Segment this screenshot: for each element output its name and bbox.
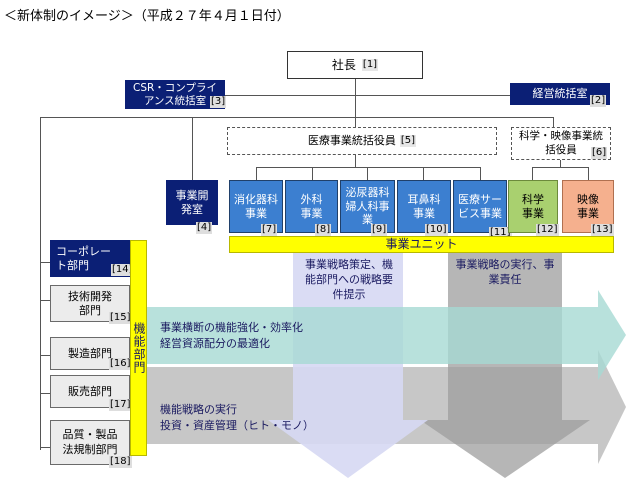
unit-science-number: [12] xyxy=(536,224,559,236)
unit-surgery-label: 外科事業 xyxy=(300,192,323,220)
unit-medical-service: 医療サービス事業 xyxy=(453,180,507,233)
connector xyxy=(355,79,356,127)
connector xyxy=(40,355,50,356)
unit-gastro-number: [7] xyxy=(261,224,278,236)
connector xyxy=(560,160,561,168)
medical-business-executive-label: 医療事業統括役員 xyxy=(307,134,396,148)
medical-business-executive-number: [5] xyxy=(399,135,417,147)
connector xyxy=(532,167,588,168)
president-label: 社長 xyxy=(331,57,356,72)
management-office-number: [2] xyxy=(590,95,607,107)
business-unit-bar: 事業ユニット xyxy=(229,236,614,253)
corporate-dept-label: コーポレート部門 xyxy=(56,244,111,272)
function-dept-bar: 機能部門 xyxy=(130,240,147,456)
down-arrow-right-text: 事業戦略の実行、事業責任 xyxy=(455,258,555,286)
right-arrow-top xyxy=(145,290,626,380)
csr-compliance-office-label: CSR・コンプライアンス統括室 xyxy=(133,81,217,107)
connector xyxy=(40,393,50,394)
connector xyxy=(225,95,510,96)
unit-imaging-label: 映像事業 xyxy=(577,192,599,220)
tech-dev-dept-number: [15] xyxy=(109,312,132,324)
unit-science-label: 科学事業 xyxy=(522,192,544,220)
president-number: [1] xyxy=(361,59,379,71)
connector xyxy=(40,117,41,450)
connector xyxy=(355,155,356,167)
connector xyxy=(312,167,313,180)
sales-dept-number: [17] xyxy=(109,399,132,411)
right-arrow-top-line1: 事業横断の機能強化・効率化 xyxy=(160,321,303,334)
connector xyxy=(256,167,480,168)
right-arrow-top-line2: 経営資源配分の最適化 xyxy=(160,337,270,350)
medical-business-executive-box: 医療事業統括役員 [5] xyxy=(227,127,497,155)
unit-urology-gynecology-label: 泌尿器科婦人科事業 xyxy=(345,185,390,227)
unit-urology-gynecology-number: [9] xyxy=(371,224,388,236)
csr-number: [3] xyxy=(210,96,227,108)
business-unit-bar-label: 事業ユニット xyxy=(385,237,458,251)
connector xyxy=(588,167,589,180)
sales-dept-label: 販売部門 xyxy=(68,384,112,398)
right-arrow-bottom-line1: 機能戦略の実行 xyxy=(160,403,237,416)
manufacturing-dept-number: [16] xyxy=(109,358,132,370)
down-arrow-left-text: 事業戦略策定、機能部門への戦略要件提示 xyxy=(305,258,393,301)
page-caption: ＜新体制のイメージ＞（平成２７年４月１日付） xyxy=(4,9,290,24)
quality-regulatory-dept-box: 品質・製品法規制部門 xyxy=(50,420,130,465)
president-box: 社長 [1] xyxy=(287,51,423,79)
manufacturing-dept-label: 製造部門 xyxy=(68,346,112,360)
connector xyxy=(367,167,368,180)
unit-gastro-label: 消化器科事業 xyxy=(234,192,278,220)
connector xyxy=(480,167,481,180)
connector xyxy=(256,167,257,180)
function-dept-bar-label: 機能部門 xyxy=(132,322,146,374)
connector xyxy=(40,447,50,448)
tech-dev-dept-box: 技術開発部門 xyxy=(50,285,130,322)
connector xyxy=(40,117,553,118)
right-arrow-bottom-line2: 投資・資産管理（ヒト・モノ） xyxy=(160,419,314,432)
tech-dev-dept-label: 技術開発部門 xyxy=(68,289,112,317)
unit-surgery-number: [8] xyxy=(315,224,332,236)
science-imaging-executive-number: [6] xyxy=(591,147,608,159)
management-office-box: 経営統括室 xyxy=(510,83,610,105)
connector xyxy=(40,300,50,301)
unit-urology-gynecology: 泌尿器科婦人科事業 xyxy=(340,180,395,233)
corporate-dept-number: [14] xyxy=(111,264,134,276)
business-development-office-number: [4] xyxy=(196,222,213,234)
csr-compliance-office-box: CSR・コンプライアンス統括室 xyxy=(125,80,225,109)
connector xyxy=(553,117,554,127)
connector xyxy=(423,167,424,180)
unit-medical-service-label: 医療サービス事業 xyxy=(458,192,502,220)
business-development-office-label: 事業開発室 xyxy=(175,188,209,216)
unit-imaging-number: [13] xyxy=(591,224,614,236)
unit-ent-number: [10] xyxy=(425,224,448,236)
business-development-office-box: 事業開発室 xyxy=(166,180,218,225)
unit-ent-label: 耳鼻科事業 xyxy=(407,192,441,220)
science-imaging-executive-label: 科学・映像事業統括役員 xyxy=(519,129,603,156)
quality-regulatory-dept-label: 品質・製品法規制部門 xyxy=(62,427,118,456)
connector xyxy=(40,262,50,263)
management-office-label: 経営統括室 xyxy=(532,87,588,101)
manufacturing-dept-box: 製造部門 xyxy=(50,337,130,370)
connector xyxy=(192,117,193,180)
quality-regulatory-dept-number: [18] xyxy=(109,456,132,468)
connector xyxy=(532,167,533,180)
